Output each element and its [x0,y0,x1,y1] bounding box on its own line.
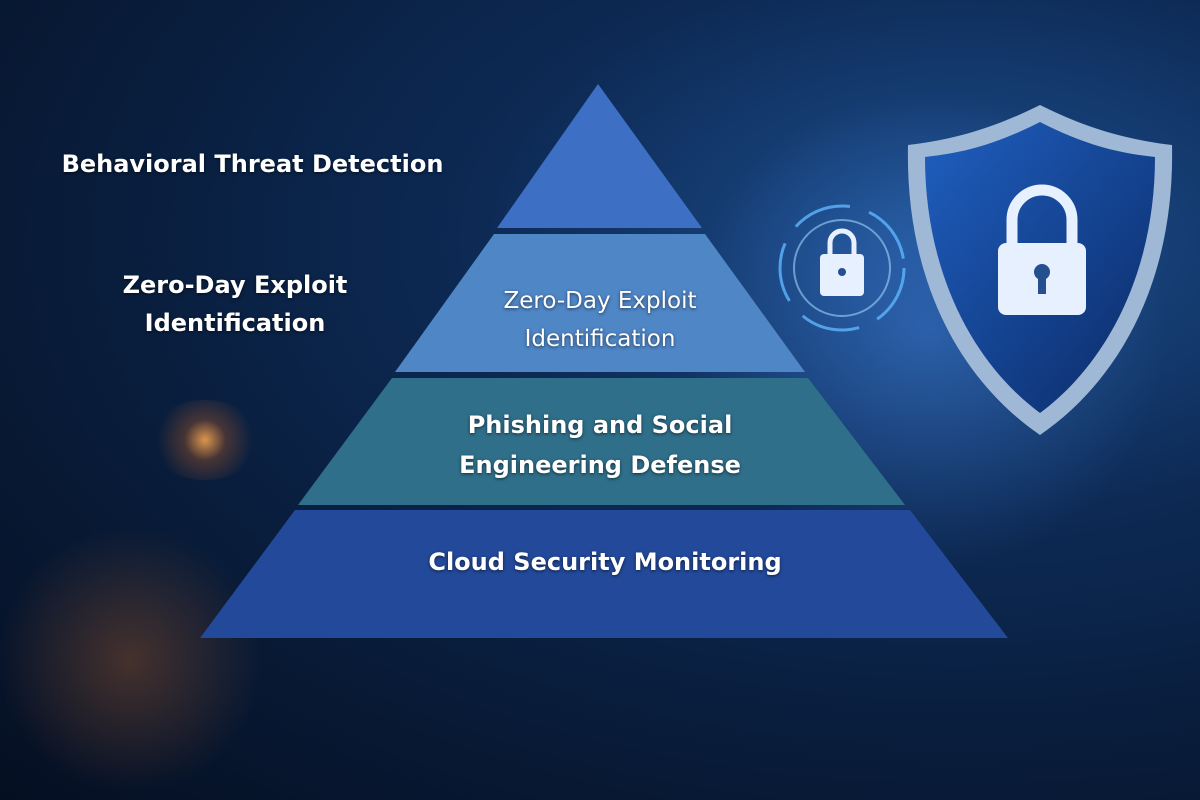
small-padlock-icon [778,204,906,332]
side-label-second: Zero-Day Exploit Identification [90,266,380,342]
tier-3-line1: Phishing and Social [467,411,733,439]
padlock-icon [998,184,1086,315]
tier-4-label: Cloud Security Monitoring [428,548,782,576]
side-label-top: Behavioral Threat Detection [61,150,444,178]
side-label-second-line2: Identification [144,309,326,337]
pyramid-tier-3 [298,378,905,505]
pyramid-tier-1 [497,84,702,228]
tier-2-line2: Identification [524,326,676,352]
pyramid-tier-4 [200,510,1008,638]
tier-2-label: Zero-Day Exploit Identification [440,282,760,358]
side-label-second-line1: Zero-Day Exploit [122,271,348,299]
pyramid-tier-2 [395,234,805,372]
tier-2-line1: Zero-Day Exploit [503,288,697,314]
tier-3-line2: Engineering Defense [459,451,741,479]
tier-3-label: Phishing and Social Engineering Defense [410,405,790,485]
